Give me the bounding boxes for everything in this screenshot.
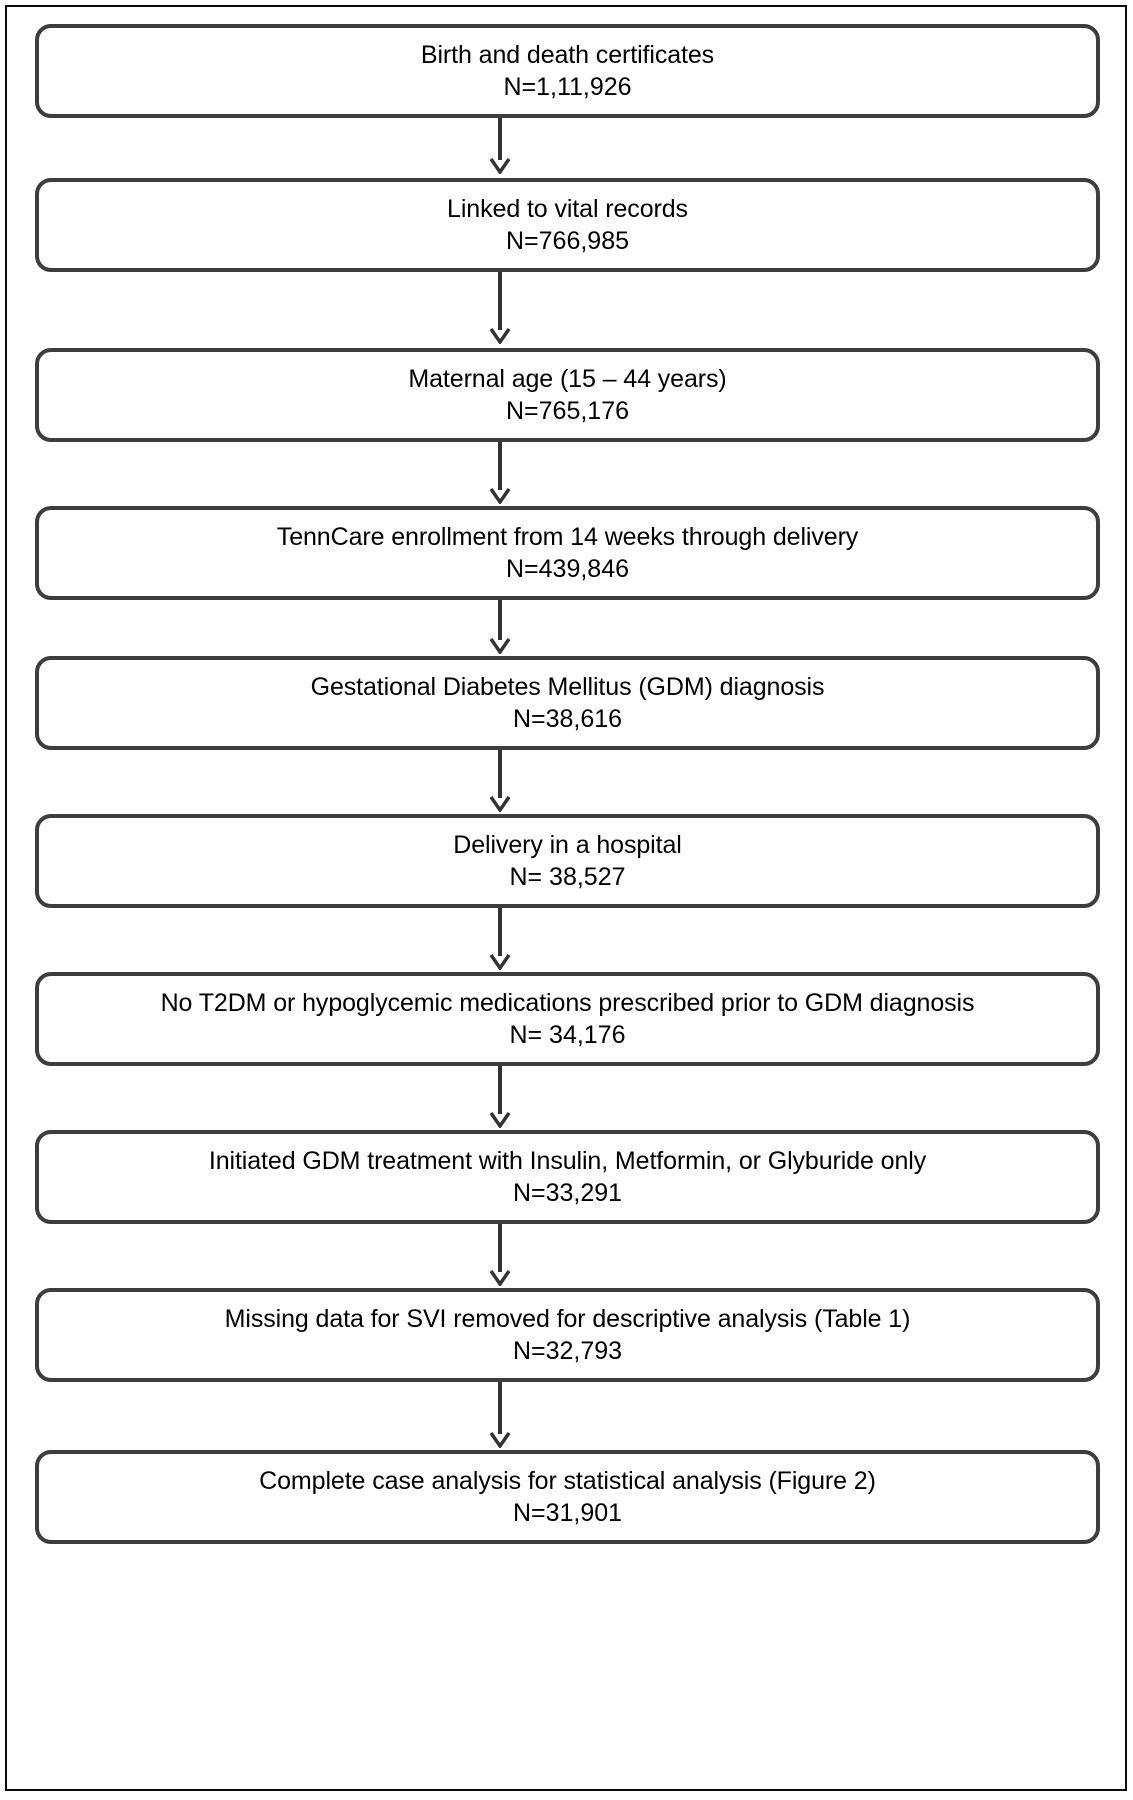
- flow-node-label: Delivery in a hospital: [453, 830, 682, 859]
- flow-connector-2: [489, 272, 511, 344]
- flow-node-count: N=765,176: [505, 397, 630, 425]
- flow-node-initiated-gdm-treatment: Initiated GDM treatment with Insulin, Me…: [35, 1130, 1100, 1224]
- flow-node-label: Birth and death certificates: [420, 40, 715, 69]
- flow-node-count: N=439,846: [505, 555, 630, 583]
- flow-node-label: Gestational Diabetes Mellitus (GDM) diag…: [310, 672, 825, 701]
- flow-node-count: N= 34,176: [509, 1021, 626, 1049]
- flow-node-delivery-hospital: Delivery in a hospital N= 38,527: [35, 814, 1100, 908]
- flow-node-complete-case-analysis: Complete case analysis for statistical a…: [35, 1450, 1100, 1544]
- flow-connector-3: [489, 442, 511, 504]
- flow-node-count: N=1,11,926: [503, 73, 632, 101]
- flow-node-count: N=766,985: [505, 227, 630, 255]
- flow-node-tenncare-enrollment: TennCare enrollment from 14 weeks throug…: [35, 506, 1100, 600]
- flow-node-label: Maternal age (15 – 44 years): [408, 364, 727, 393]
- flow-node-label: Linked to vital records: [447, 194, 688, 223]
- flow-node-label: TennCare enrollment from 14 weeks throug…: [276, 522, 859, 551]
- flow-node-count: N= 38,527: [509, 863, 626, 891]
- flow-node-count: N=32,793: [512, 1337, 623, 1365]
- flow-node-missing-svi-removed: Missing data for SVI removed for descrip…: [35, 1288, 1100, 1382]
- flow-node-birth-death-certificates: Birth and death certificates N=1,11,926: [35, 24, 1100, 118]
- flow-connector-5: [489, 750, 511, 812]
- flow-node-no-t2dm-medications: No T2DM or hypoglycemic medications pres…: [35, 972, 1100, 1066]
- flow-connector-6: [489, 908, 511, 970]
- flow-connector-7: [489, 1066, 511, 1128]
- flow-connector-1: [489, 118, 511, 174]
- flow-node-linked-vital-records: Linked to vital records N=766,985: [35, 178, 1100, 272]
- flow-connector-4: [489, 600, 511, 654]
- flow-node-label: Complete case analysis for statistical a…: [259, 1466, 876, 1495]
- flow-node-count: N=31,901: [512, 1499, 623, 1527]
- flow-node-label: Missing data for SVI removed for descrip…: [224, 1304, 911, 1333]
- flow-node-count: N=33,291: [512, 1179, 623, 1207]
- flow-node-maternal-age: Maternal age (15 – 44 years) N=765,176: [35, 348, 1100, 442]
- flow-connector-9: [489, 1382, 511, 1448]
- flow-connector-8: [489, 1224, 511, 1286]
- flow-node-gdm-diagnosis: Gestational Diabetes Mellitus (GDM) diag…: [35, 656, 1100, 750]
- flow-node-label: No T2DM or hypoglycemic medications pres…: [160, 988, 975, 1017]
- flow-node-count: N=38,616: [512, 705, 623, 733]
- flow-node-label: Initiated GDM treatment with Insulin, Me…: [208, 1146, 927, 1175]
